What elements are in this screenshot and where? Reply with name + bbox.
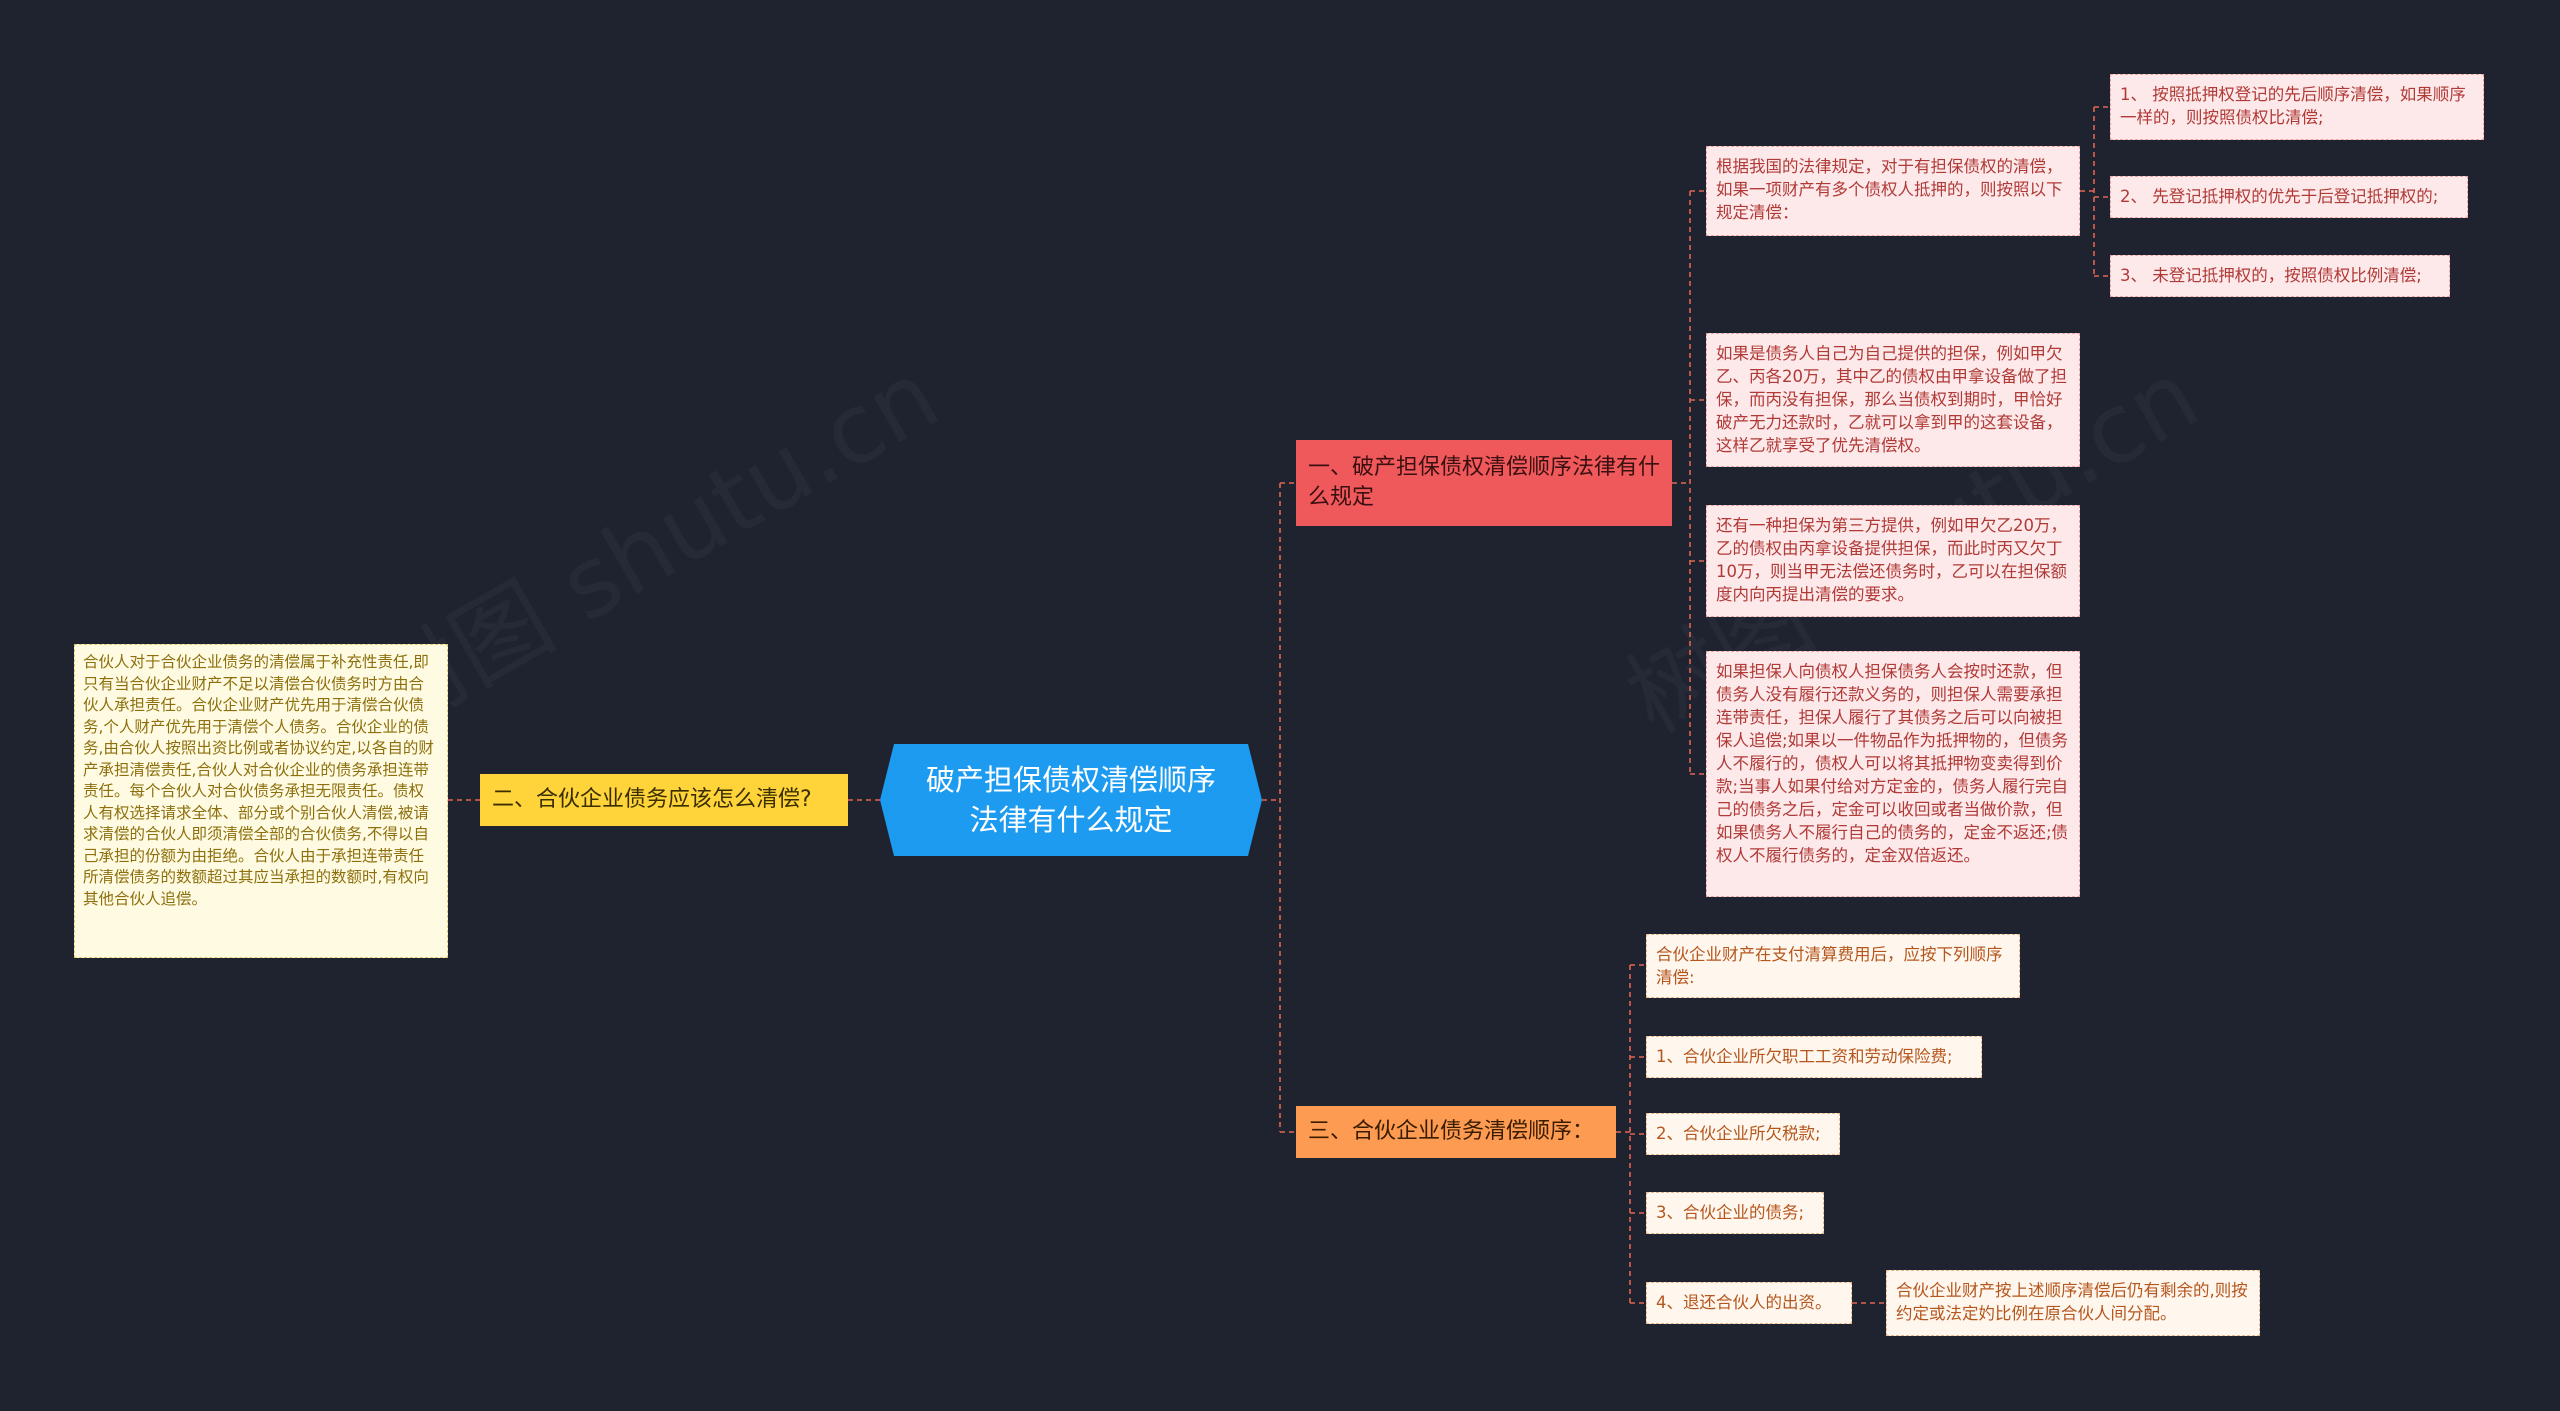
- legal-rule-intro: 根据我国的法律规定，对于有担保债权的清偿，如果一项财产有多个债权人抵押的，则按照…: [1706, 146, 2080, 236]
- rule-item: 1、 按照抵押权登记的先后顺序清偿，如果顺序一样的，则按照债权比清偿;: [2110, 74, 2484, 140]
- example-self-guarantee: 如果是债务人自己为自己提供的担保，例如甲欠乙、丙各20万，其中乙的债权由甲拿设备…: [1706, 333, 2080, 467]
- order-item: 3、合伙企业的债务;: [1646, 1192, 1824, 1234]
- note-text: 1、 按照抵押权登记的先后顺序清偿，如果顺序一样的，则按照债权比清偿;: [2120, 85, 2466, 127]
- partnership-liability-note: 合伙人对于合伙企业债务的清偿属于补充性责任,即只有当合伙企业财产不足以清偿合伙债…: [74, 644, 448, 958]
- note-text: 3、合伙企业的债务;: [1656, 1203, 1805, 1222]
- note-text: 2、合伙企业所欠税款;: [1656, 1124, 1821, 1143]
- branch-repayment-order[interactable]: 三、合伙企业债务清偿顺序：: [1296, 1106, 1616, 1158]
- note-text: 合伙企业财产在支付清算费用后，应按下列顺序清偿:: [1656, 945, 2003, 987]
- root-topic-label: 破产担保债权清偿顺序法律有什么规定: [925, 763, 1216, 837]
- remainder-distribution-note: 合伙企业财产按上述顺序清偿后仍有剩余的,则按约定或法定妁比例在原合伙人间分配。: [1886, 1270, 2260, 1336]
- note-text: 还有一种担保为第三方提供，例如甲欠乙20万，乙的债权由丙拿设备提供担保，而此时丙…: [1716, 516, 2067, 604]
- order-item: 1、合伙企业所欠职工工资和劳动保险费;: [1646, 1036, 1982, 1078]
- branch-secured-claims[interactable]: 一、破产担保债权清偿顺序法律有什么规定: [1296, 440, 1672, 526]
- note-text: 根据我国的法律规定，对于有担保债权的清偿，如果一项财产有多个债权人抵押的，则按照…: [1716, 157, 2063, 222]
- branch-partnership-debt[interactable]: 二、合伙企业债务应该怎么清偿?: [480, 774, 848, 826]
- note-text: 2、 先登记抵押权的优先于后登记抵押权的;: [2120, 187, 2439, 206]
- branch-label: 一、破产担保债权清偿顺序法律有什么规定: [1308, 455, 1661, 510]
- note-text: 如果担保人向债权人担保债务人会按时还款，但债务人没有履行还款义务的，则担保人需要…: [1716, 662, 2069, 865]
- note-text: 如果是债务人自己为自己提供的担保，例如甲欠乙、丙各20万，其中乙的债权由甲拿设备…: [1716, 344, 2067, 455]
- example-joint-liability: 如果担保人向债权人担保债务人会按时还款，但债务人没有履行还款义务的，则担保人需要…: [1706, 651, 2080, 897]
- note-text: 1、合伙企业所欠职工工资和劳动保险费;: [1656, 1047, 1953, 1066]
- order-intro: 合伙企业财产在支付清算费用后，应按下列顺序清偿:: [1646, 934, 2020, 998]
- note-text: 合伙人对于合伙企业债务的清偿属于补充性责任,即只有当合伙企业财产不足以清偿合伙债…: [83, 653, 434, 908]
- note-text: 合伙企业财产按上述顺序清偿后仍有剩余的,则按约定或法定妁比例在原合伙人间分配。: [1896, 1281, 2248, 1323]
- note-text: 3、 未登记抵押权的，按照债权比例清偿;: [2120, 266, 2422, 285]
- root-topic[interactable]: 破产担保债权清偿顺序法律有什么规定: [880, 744, 1262, 856]
- branch-label: 二、合伙企业债务应该怎么清偿?: [492, 787, 812, 812]
- order-item: 4、退还合伙人的出资。: [1646, 1282, 1852, 1324]
- note-text: 4、退还合伙人的出资。: [1656, 1293, 1832, 1312]
- rule-item: 3、 未登记抵押权的，按照债权比例清偿;: [2110, 255, 2450, 297]
- branch-label: 三、合伙企业债务清偿顺序：: [1308, 1119, 1595, 1144]
- order-item: 2、合伙企业所欠税款;: [1646, 1113, 1840, 1155]
- example-third-party-guarantee: 还有一种担保为第三方提供，例如甲欠乙20万，乙的债权由丙拿设备提供担保，而此时丙…: [1706, 505, 2080, 617]
- rule-item: 2、 先登记抵押权的优先于后登记抵押权的;: [2110, 176, 2468, 218]
